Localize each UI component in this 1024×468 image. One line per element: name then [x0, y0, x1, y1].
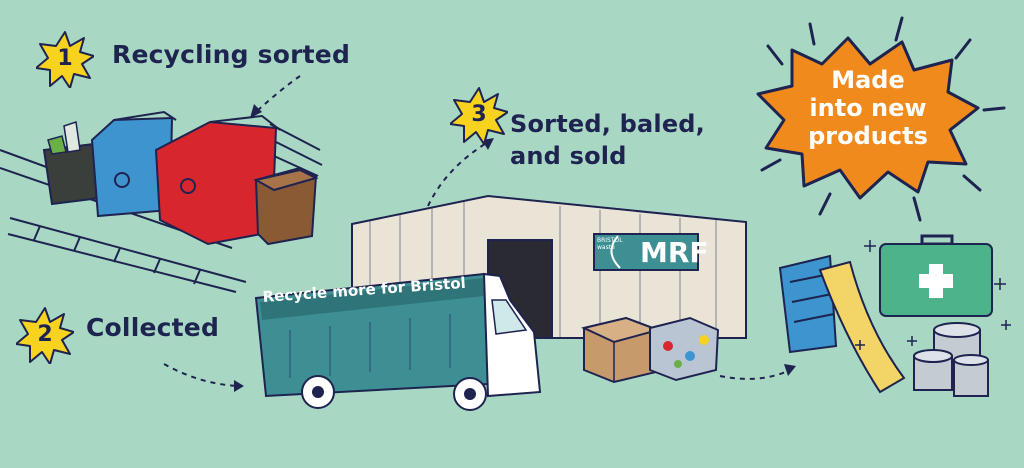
- step-1-number: 1: [57, 46, 73, 71]
- step-3-badge: 3: [449, 86, 509, 148]
- step-3-number: 3: [471, 102, 487, 127]
- red-recycling-bag: [154, 114, 281, 246]
- step-2-number: 2: [37, 322, 53, 347]
- cardboard-bale: [580, 316, 662, 384]
- burst-rays: [760, 16, 1006, 222]
- step-1-label: Recycling sorted: [112, 40, 351, 69]
- burst-text: Made into new products: [770, 66, 966, 150]
- burst-line-3: products: [808, 122, 928, 150]
- made-products-burst: [756, 36, 980, 200]
- play-slide: [778, 254, 906, 394]
- step-2-badge: 2: [15, 306, 75, 368]
- step-1-badge: 1: [35, 30, 95, 92]
- step-3-label-line-2: and sold: [510, 142, 627, 170]
- tin-cans: [913, 322, 989, 397]
- dashed-arrow-icon: [163, 75, 791, 387]
- brown-food-caddy: [253, 166, 319, 246]
- step-3-label-line-1: Sorted, baled,: [510, 110, 705, 138]
- step-3-label: Sorted, baled, and sold: [510, 108, 750, 172]
- sparkle-icon: [855, 240, 1011, 350]
- cans-bale: [649, 316, 720, 382]
- burst-line-2: into new: [809, 94, 927, 122]
- mrf-sign: MRF: [640, 236, 709, 269]
- first-aid-kit: [879, 234, 993, 317]
- recycling-truck: [254, 272, 542, 411]
- step-2-label: Collected: [86, 313, 220, 342]
- burst-line-1: Made: [831, 66, 905, 94]
- black-recycling-box: [42, 121, 102, 206]
- logo-line-2: waste: [597, 244, 615, 251]
- logo-line-1: BRISTOL: [597, 237, 623, 244]
- bristol-waste-logo: BRISTOL waste: [597, 237, 623, 251]
